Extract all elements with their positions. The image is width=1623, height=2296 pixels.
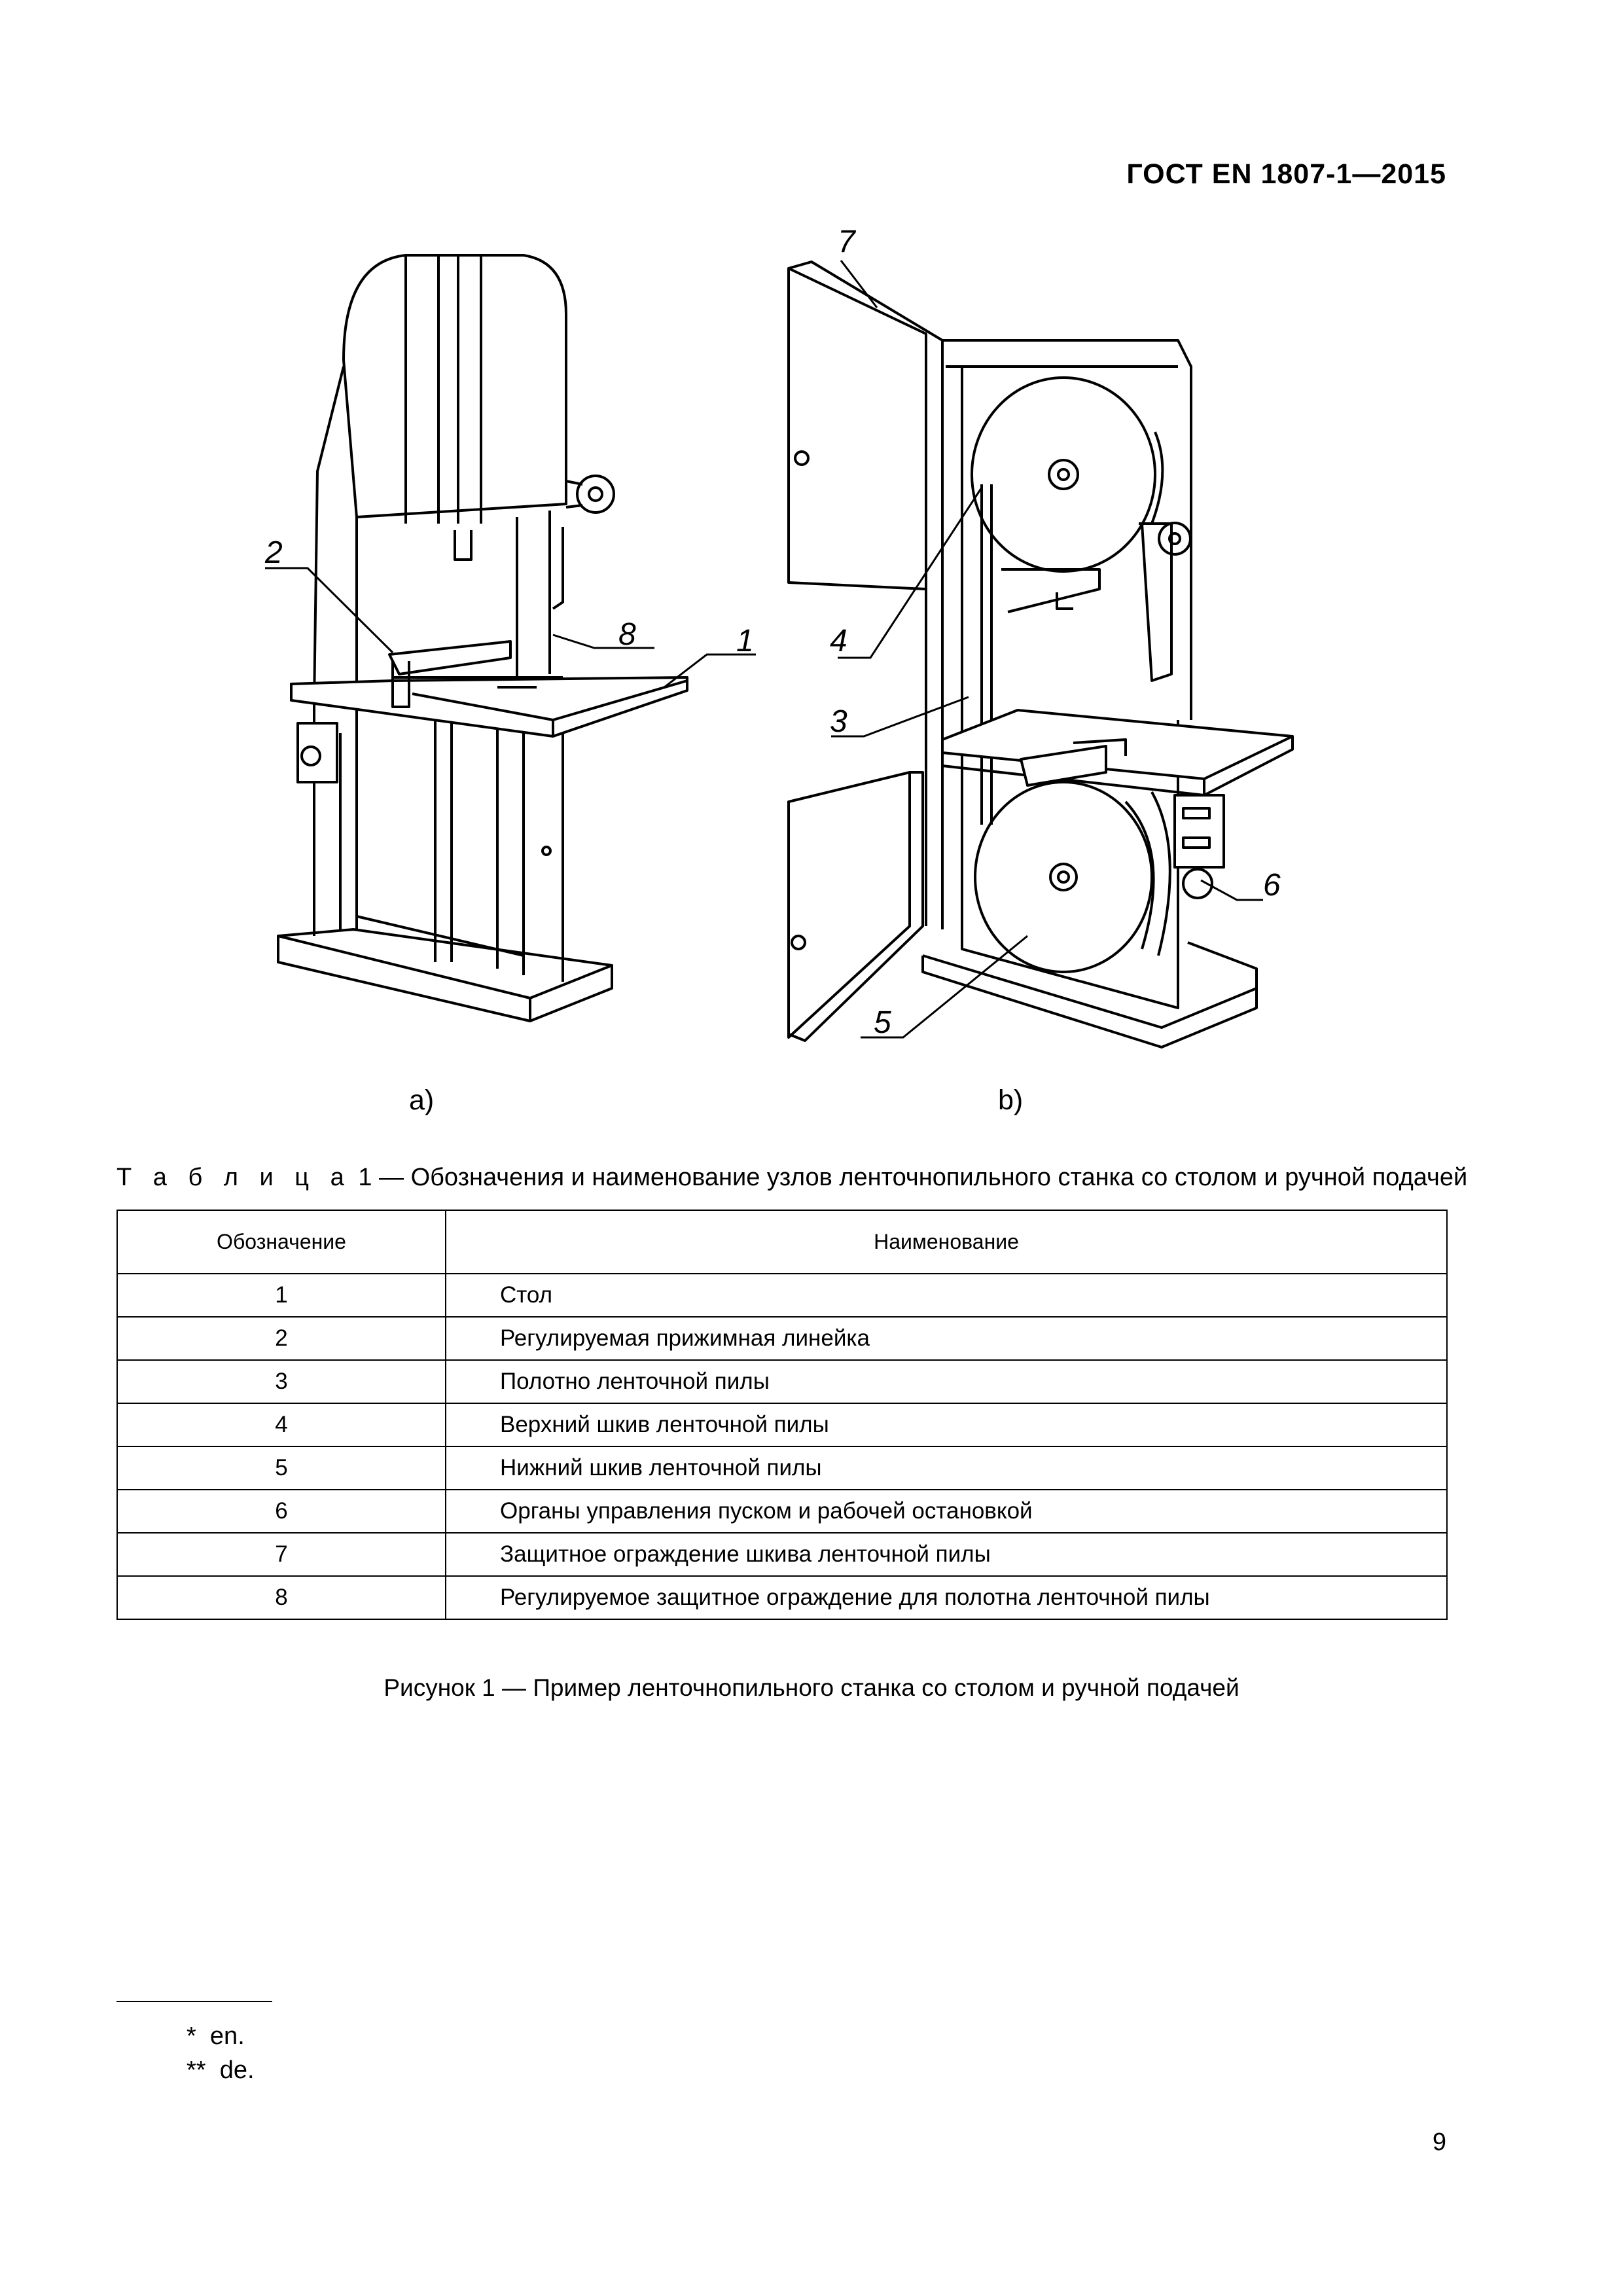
band-saw-drawing-b (787, 260, 1294, 1049)
subfigure-label-b: b) (998, 1085, 1023, 1116)
callout-1: 1 (736, 624, 754, 658)
subfigure-label-a: a) (409, 1085, 434, 1116)
row-designation: 4 (116, 1403, 446, 1447)
figure-caption: Рисунок 1 — Пример ленточнопильного стан… (383, 1674, 1240, 1701)
callout-6: 6 (1263, 868, 1281, 903)
page-number: 9 (1432, 2128, 1446, 2156)
row-designation: 1 (116, 1273, 446, 1318)
callout-2: 2 (264, 535, 283, 570)
header-designation: Обозначение (116, 1210, 446, 1274)
footnote: ** de. (187, 2056, 255, 2084)
callout-7: 7 (838, 224, 857, 259)
table-title: Т а б л и ц а 1 — Обозначения и наименов… (116, 1164, 1468, 1191)
row-designation: 7 (116, 1532, 446, 1577)
footnote-divider (116, 2001, 272, 2002)
callout-8: 8 (618, 617, 636, 652)
row-name: Регулируемая прижимная линейка (445, 1316, 1448, 1361)
row-designation: 3 (116, 1359, 446, 1404)
footnote: * en. (187, 2022, 245, 2050)
row-name: Защитное ограждение шкива ленточной пилы (445, 1532, 1448, 1577)
callout-5: 5 (874, 1005, 891, 1040)
row-designation: 5 (116, 1446, 446, 1490)
callout-leaders (265, 260, 1263, 1039)
row-name: Регулируемое защитное ограждение для пол… (445, 1575, 1448, 1620)
header-name: Наименование (445, 1210, 1448, 1274)
row-name: Органы управления пуском и рабочей остан… (445, 1489, 1448, 1534)
band-saw-drawing-a (277, 254, 688, 1022)
callout-3: 3 (830, 704, 847, 739)
row-designation: 2 (116, 1316, 446, 1361)
row-designation: 6 (116, 1489, 446, 1534)
row-name: Верхний шкив ленточной пилы (445, 1403, 1448, 1447)
document-header: ГОСТ EN 1807-1—2015 (1126, 158, 1446, 190)
callout-4: 4 (830, 624, 847, 658)
row-designation: 8 (116, 1575, 446, 1620)
band-saw-figure: 2 8 1 7 4 3 6 5 a) b) (264, 224, 1294, 1116)
table-header-row: Обозначение Наименование (116, 1210, 1448, 1274)
row-name: Полотно ленточной пилы (445, 1359, 1448, 1404)
row-name: Нижний шкив ленточной пилы (445, 1446, 1448, 1490)
row-name: Стол (445, 1273, 1448, 1318)
